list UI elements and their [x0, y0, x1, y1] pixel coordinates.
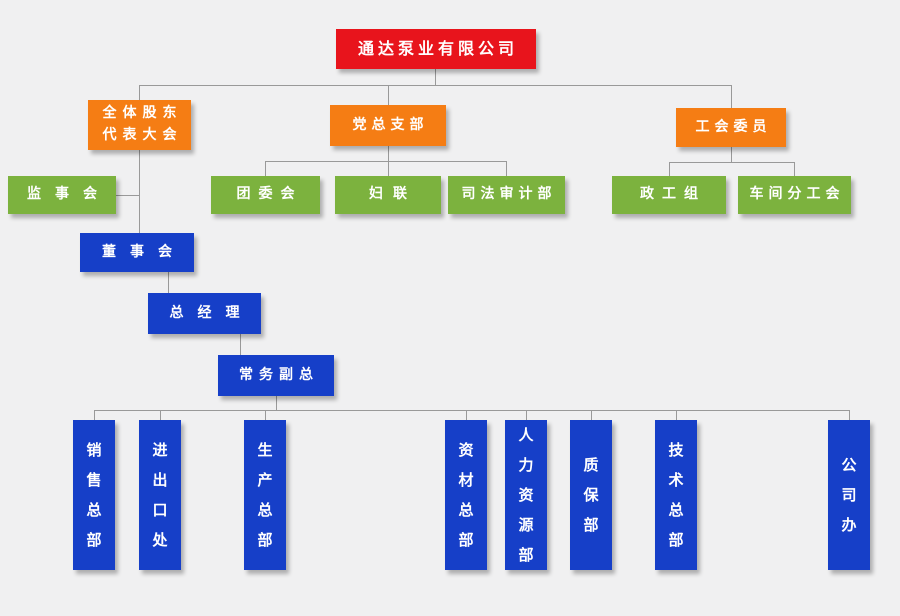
node-political-work-group-label: 政工组 [640, 186, 706, 203]
node-party-branch: 党总支部 [330, 105, 446, 146]
connector-drop-hr [526, 410, 527, 420]
node-labor-union-label: 工会委员 [695, 118, 772, 135]
node-dept-technology: 技术总部 [655, 420, 697, 570]
connector-drop-women-federation [388, 161, 389, 176]
node-board-of-directors: 董事会 [80, 233, 194, 272]
connector-drop-party-branch [388, 85, 389, 105]
connector-drop-quality [591, 410, 592, 420]
connector-party-stem [388, 146, 389, 161]
connector-company-stem [435, 69, 436, 85]
node-women-federation-label: 妇联 [369, 186, 417, 203]
node-party-branch-label: 党总支部 [352, 116, 429, 133]
node-dept-technology-label: 技术总部 [668, 441, 684, 549]
node-dept-company-office-label: 公司办 [841, 456, 857, 534]
connector-union-bus [669, 162, 795, 163]
connector-shareholders-to-board [139, 150, 140, 233]
node-executive-deputy-gm: 常务副总 [218, 355, 334, 396]
node-board-of-directors-label: 董事会 [102, 243, 186, 260]
connector-drop-materials [466, 410, 467, 420]
connector-drop-judicial-audit [506, 161, 507, 176]
connector-drop-labor-union [731, 85, 732, 108]
node-general-manager: 总经理 [148, 293, 261, 334]
node-women-federation: 妇联 [335, 176, 441, 214]
connector-board-to-gm [168, 272, 169, 293]
node-company-label: 通达泵业有限公司 [357, 38, 518, 58]
node-workshop-union-label: 车间分工会 [749, 186, 845, 203]
node-dept-hr-label: 人力资源部 [518, 426, 534, 564]
connector-gm-to-deputy [240, 334, 241, 355]
node-dept-quality-label: 质保部 [583, 456, 599, 534]
node-dept-quality: 质保部 [570, 420, 612, 570]
connector-drop-technology [676, 410, 677, 420]
connector-department-bus [94, 410, 850, 411]
node-dept-sales-label: 销售总部 [86, 441, 102, 549]
node-dept-materials: 资材总部 [445, 420, 487, 570]
connector-drop-workshop-union [794, 162, 795, 176]
connector-drop-political-work [669, 162, 670, 176]
node-supervisory-board-label: 监事会 [27, 186, 111, 203]
node-judicial-audit: 司法审计部 [448, 176, 565, 214]
connector-top-bus [139, 85, 732, 86]
connector-union-stem [731, 147, 732, 162]
node-youth-league: 团委会 [211, 176, 320, 214]
connector-drop-company-office [849, 410, 850, 420]
node-company: 通达泵业有限公司 [336, 29, 536, 69]
connector-supervisory-branch [116, 195, 140, 196]
node-workshop-union: 车间分工会 [738, 176, 851, 214]
connector-deputy-stem [276, 396, 277, 410]
node-dept-production-label: 生产总部 [257, 441, 273, 549]
node-dept-import-export: 进出口处 [139, 420, 181, 570]
node-dept-materials-label: 资材总部 [458, 441, 474, 549]
node-dept-hr: 人力资源部 [505, 420, 547, 570]
node-shareholders-meeting-label: 全体股东 代表大会 [102, 105, 183, 143]
node-political-work-group: 政工组 [612, 176, 726, 214]
node-supervisory-board: 监事会 [8, 176, 116, 214]
node-executive-deputy-gm-label: 常务副总 [239, 366, 319, 383]
node-judicial-audit-label: 司法审计部 [461, 186, 557, 203]
node-dept-sales: 销售总部 [73, 420, 115, 570]
node-dept-import-export-label: 进出口处 [152, 441, 168, 549]
connector-drop-shareholders [139, 85, 140, 100]
node-dept-company-office: 公司办 [828, 420, 870, 570]
node-dept-production: 生产总部 [244, 420, 286, 570]
connector-drop-sales [94, 410, 95, 420]
connector-drop-import-export [160, 410, 161, 420]
node-general-manager-label: 总经理 [169, 304, 254, 321]
connector-drop-production [265, 410, 266, 420]
node-labor-union: 工会委员 [676, 108, 786, 147]
connector-drop-youth-league [265, 161, 266, 176]
connector-party-bus [265, 161, 507, 162]
node-shareholders-meeting: 全体股东 代表大会 [88, 100, 191, 150]
node-youth-league-label: 团委会 [236, 186, 303, 203]
